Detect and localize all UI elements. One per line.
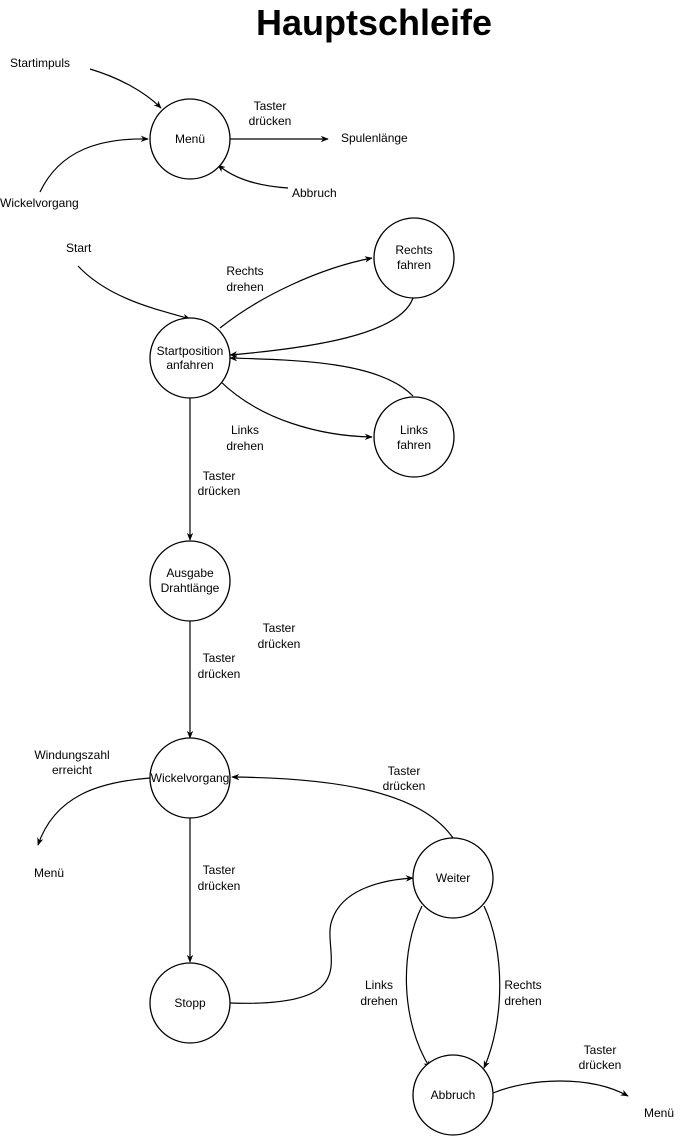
edge-startposition-links (219, 380, 373, 441)
edge-wickelvorgang-menu-left (37, 777, 151, 846)
state-rechts-fahren[interactable]: Rechts fahren (373, 217, 455, 299)
state-rechts-fahren-label-1: Rechts (395, 243, 432, 257)
nodes: Menü Rechts fahren Startposition anfahre… (149, 98, 494, 1136)
state-links-fahren-label-2: fahren (397, 438, 431, 452)
state-links-fahren-label-1: Links (400, 423, 428, 437)
label-links-drehen-top-1: Links (231, 423, 259, 437)
state-rechts-fahren-label-2: fahren (397, 258, 431, 272)
state-stopp-label: Stopp (174, 996, 206, 1010)
edge-wickelvorgang-menu (39, 135, 149, 193)
state-ausgabe-label-2: Drahtlänge (161, 581, 220, 595)
state-stopp[interactable]: Stopp (149, 962, 231, 1044)
label-windungszahl-1: Windungszahl (34, 748, 109, 762)
terminal-abbruch: Abbruch (292, 186, 337, 200)
label-links-drehen-bottom-2: drehen (360, 994, 397, 1008)
state-abbruch-label: Abbruch (431, 1088, 476, 1102)
edge-weiter-wickelvorgang (231, 773, 454, 839)
state-weiter-label: Weiter (436, 871, 470, 885)
label-taster-wickel-1: Taster (203, 863, 236, 877)
terminal-spulenlaenge: Spulenlänge (341, 131, 408, 145)
label-taster-startpos-1: Taster (203, 469, 236, 483)
edge-weiter-abbruch-rechts (483, 905, 501, 1069)
label-links-drehen-top-2: drehen (226, 439, 263, 453)
terminal-menu-bottom: Menü (644, 1106, 674, 1120)
state-startposition-label-2: anfahren (166, 358, 213, 372)
state-wickelvorgang-label: Wickelvorgang (151, 771, 230, 785)
edge-abbruch-menu (217, 164, 289, 189)
edge-stopp-weiter (229, 875, 414, 1004)
label-taster-floating-2: drücken (258, 637, 301, 651)
state-startposition-label-1: Startposition (157, 344, 224, 358)
edge-rechts-startposition (229, 297, 414, 358)
label-rechts-drehen-bottom-2: drehen (504, 994, 541, 1008)
terminals: Startimpuls Wickelvorgang Spulenlänge Ab… (0, 56, 674, 1120)
label-windungszahl-2: erreicht (52, 763, 93, 777)
label-taster-weiter-1: Taster (388, 764, 421, 778)
terminal-menu-left: Menü (34, 866, 64, 880)
diagram-title: Hauptschleife (256, 2, 492, 43)
terminal-wickelvorgang: Wickelvorgang (0, 196, 79, 210)
edge-abbruch-menu-bottom (492, 1080, 629, 1097)
state-ausgabe-label-1: Ausgabe (166, 566, 214, 580)
state-ausgabe[interactable]: Ausgabe Drahtlänge (149, 540, 231, 622)
label-taster-menu-2: drücken (249, 114, 292, 128)
label-taster-menu-1: Taster (254, 99, 287, 113)
terminal-start: Start (66, 241, 92, 255)
label-taster-weiter-2: drücken (383, 779, 426, 793)
edge-start-startposition (77, 265, 191, 320)
label-rechts-drehen-top-2: drehen (226, 280, 263, 294)
edge-links-startposition (229, 355, 414, 397)
state-menu-label: Menü (175, 132, 205, 146)
edge-startposition-rechts (219, 256, 373, 329)
terminal-startimpuls: Startimpuls (10, 56, 70, 70)
state-menu[interactable]: Menü (149, 98, 231, 180)
label-taster-wickel-2: drücken (198, 879, 241, 893)
state-wickelvorgang[interactable]: Wickelvorgang (149, 737, 231, 819)
label-taster-startpos-2: drücken (198, 484, 241, 498)
label-taster-abbruch-2: drücken (579, 1058, 622, 1072)
state-links-fahren[interactable]: Links fahren (373, 396, 455, 478)
label-taster-abbruch-1: Taster (584, 1043, 617, 1057)
edge-labels: Taster drücken Rechts drehen Links drehe… (34, 99, 621, 1072)
label-taster-floating-1: Taster (263, 621, 296, 635)
edges (37, 68, 629, 1097)
label-taster-ausgabe-1: Taster (203, 651, 236, 665)
label-links-drehen-bottom-1: Links (365, 978, 393, 992)
state-weiter[interactable]: Weiter (412, 837, 494, 919)
state-startposition[interactable]: Startposition anfahren (149, 317, 231, 399)
label-taster-ausgabe-2: drücken (198, 667, 241, 681)
label-rechts-drehen-top-1: Rechts (226, 264, 263, 278)
edge-weiter-abbruch-links (405, 905, 431, 1069)
state-abbruch[interactable]: Abbruch (412, 1054, 494, 1136)
edge-startimpuls-menu (89, 68, 162, 109)
label-rechts-drehen-bottom-1: Rechts (504, 978, 541, 992)
